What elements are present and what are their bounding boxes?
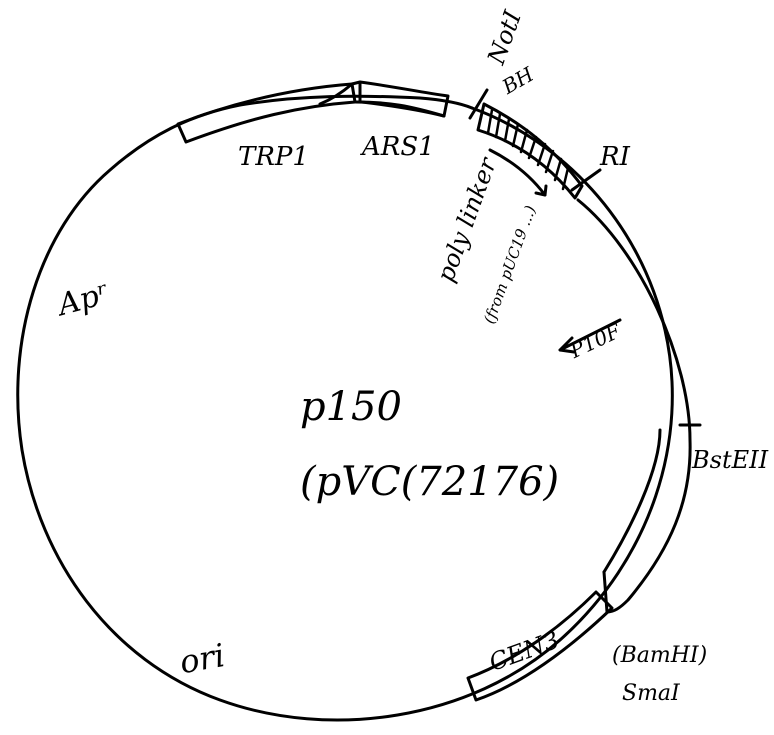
plasmid-alias: (pVC(72176)	[300, 459, 559, 505]
bamhi-label: BH	[497, 62, 538, 100]
insert-outer-arc	[576, 198, 692, 614]
bamhi-paren-label: (BamHI)	[612, 643, 707, 668]
cen3-label: CEN3	[485, 626, 562, 677]
ars1-label: ARS1	[360, 132, 435, 162]
bsteii-label: BstEII	[691, 446, 769, 474]
polylinker-label: poly linker	[431, 153, 502, 286]
polylinker-hatching	[486, 108, 570, 191]
polylinker-arrow	[488, 148, 548, 197]
ecori-tick	[570, 168, 602, 192]
trp1-label: TRP1	[238, 142, 309, 172]
ars1-box-inner	[353, 100, 446, 118]
smai-label: SmaI	[622, 681, 681, 706]
insert-inner-arc	[602, 428, 662, 574]
noti-label: NotI	[482, 7, 527, 69]
ori-label: ori	[177, 636, 228, 681]
promoter-label: P10F	[565, 318, 625, 363]
trp1-box	[176, 82, 357, 144]
noti-bh-tick	[468, 88, 489, 120]
insert-step	[602, 570, 609, 614]
ecori-label: RI	[599, 142, 631, 172]
ampr-label: Apʳ	[51, 276, 113, 324]
promoter-arrow	[558, 318, 622, 354]
polylinker-source-label: (from pUC19 ...)	[480, 203, 539, 326]
plasmid-backbone-top	[238, 94, 474, 110]
plasmid-name: p150	[300, 384, 402, 430]
cen3-box	[466, 590, 614, 702]
polylinker-box	[476, 102, 584, 200]
